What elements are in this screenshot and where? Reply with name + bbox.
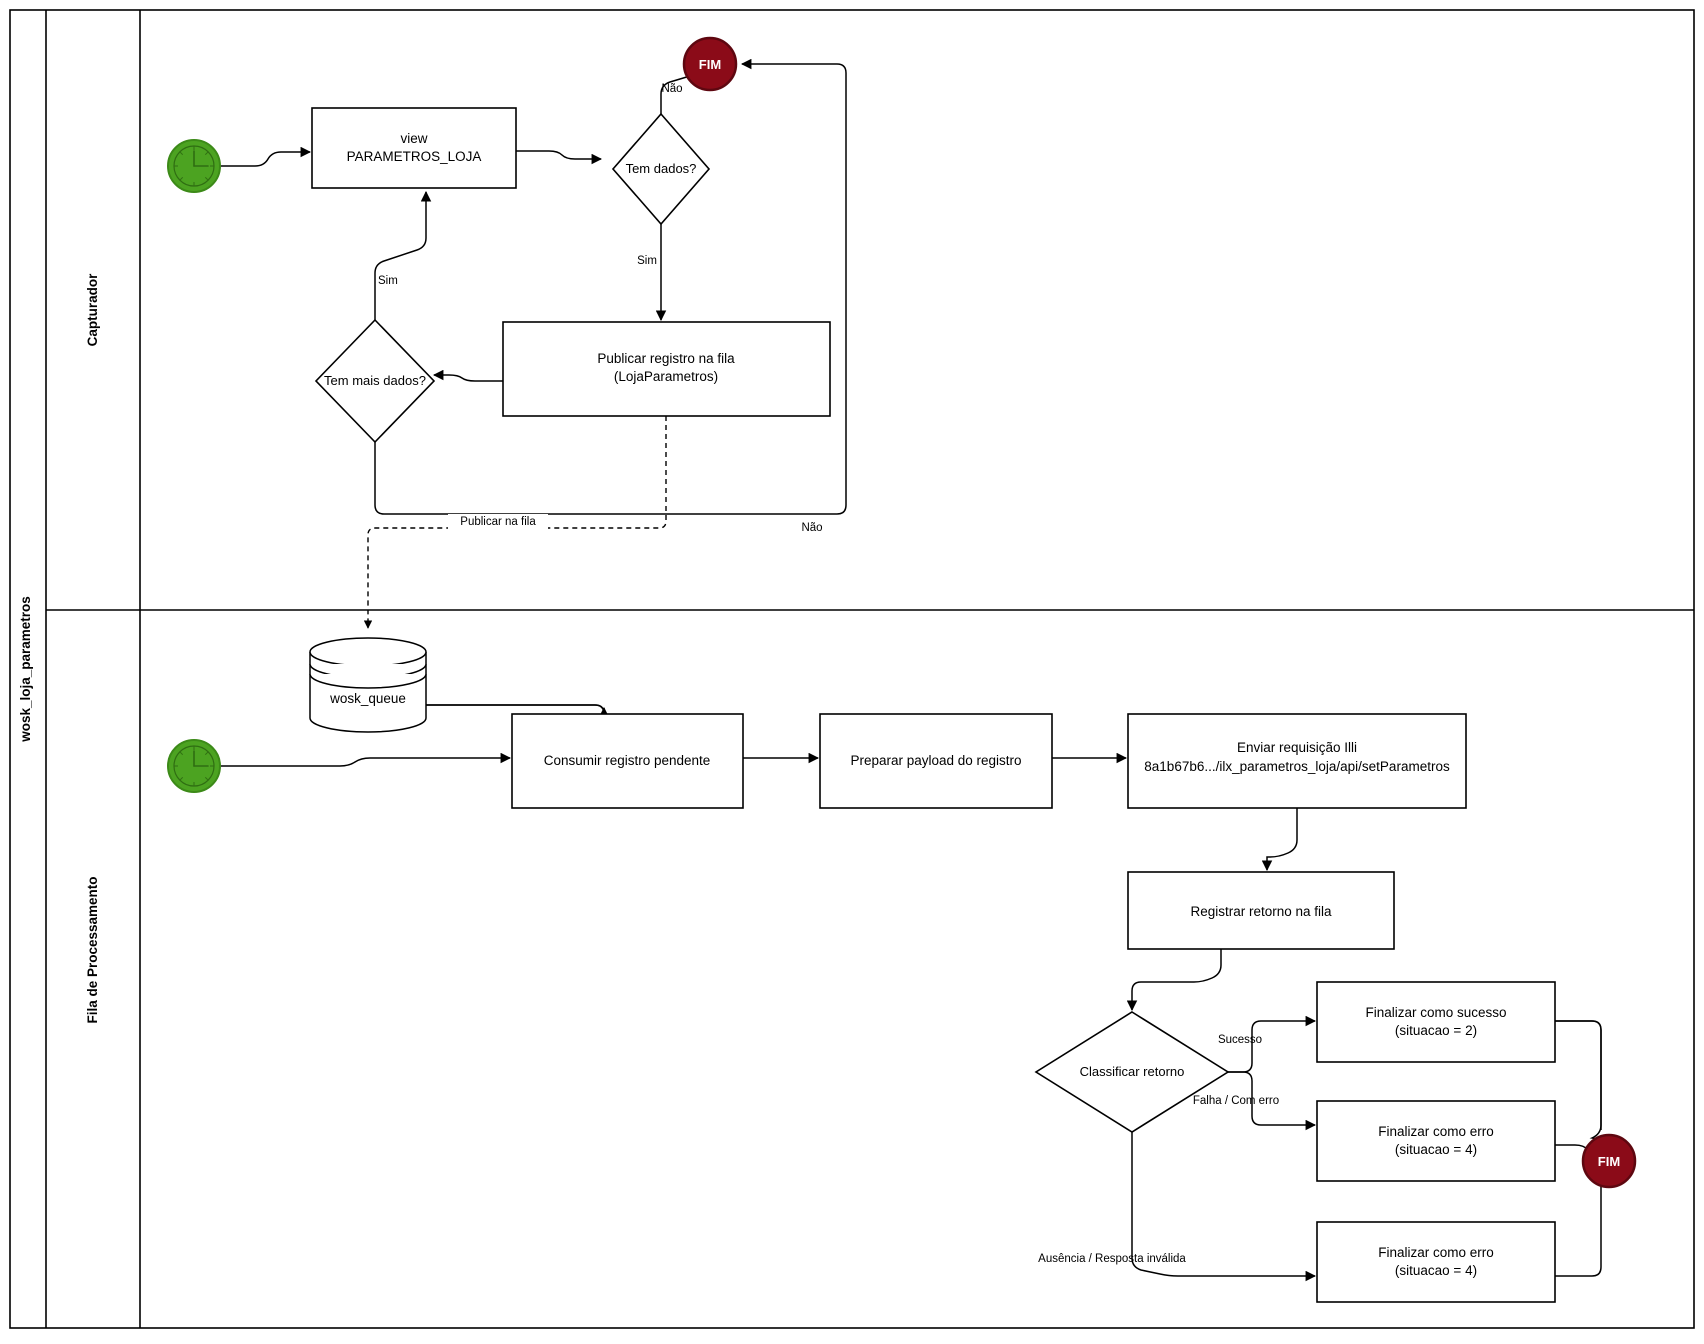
flow-tem-mais-dados-sim-to-view (374, 190, 432, 320)
task-erro1-line1: Finalizar como erro (1378, 1124, 1494, 1139)
flow-classificar-sucesso (1228, 1015, 1317, 1073)
task-consumir-label: Consumir registro pendente (544, 753, 711, 768)
edge-label-falha: Falha / Com erro (1193, 1095, 1279, 1107)
edge-label-nao-bottom: Não (801, 522, 822, 534)
task-publicar-line2: (LojaParametros) (614, 369, 718, 384)
gateway-classificar-retorno[interactable]: Classificar retorno (1034, 1011, 1230, 1133)
task-finalizar-erro-1[interactable]: Finalizar como erro (situacao = 4) (1316, 1100, 1556, 1182)
flow-sucesso-to-fim (1555, 1020, 1629, 1149)
task-view-line1: view (400, 131, 427, 146)
flow-sucesso-to-fim-b (1555, 1020, 1602, 1130)
start-event-capturador[interactable] (167, 139, 221, 193)
message-flow-label-shadow: Publicar na fila (460, 516, 536, 528)
flow-start-to-view (221, 146, 312, 167)
edge-label-ausencia: Ausência / Resposta inválida (1038, 1253, 1186, 1265)
start-event-fila[interactable] (167, 739, 221, 793)
flow-publicar-to-tem-mais-dados (432, 369, 503, 382)
edge-label-sim-down: Sim (637, 255, 657, 267)
task-registrar-label: Registrar retorno na fila (1190, 904, 1332, 919)
message-flow-publicar-na-fila (363, 416, 667, 629)
edge-label-sucesso: Sucesso (1218, 1034, 1262, 1046)
flow-view-to-tem-dados (516, 150, 603, 165)
gateway-tem-mais-dados[interactable]: Tem mais dados? (314, 318, 436, 444)
flow-enviar-to-registrar (1261, 808, 1298, 872)
end-event-fila-label: FIM (1598, 1154, 1620, 1169)
task-consumir-registro-pendente[interactable]: Consumir registro pendente (511, 713, 744, 809)
task-enviar-requisicao[interactable]: Enviar requisição Illi 8a1b67b6.../ilx_p… (1127, 713, 1467, 809)
gateway-classificar-label: Classificar retorno (1080, 1064, 1185, 1079)
datastore-wosk-queue[interactable]: wosk_queue (309, 637, 427, 733)
task-publicar-line1: Publicar registro na fila (597, 351, 735, 366)
flow-start-to-consumir (221, 752, 512, 767)
task-view-line2: PARAMETROS_LOJA (347, 149, 482, 164)
gateway-tem-dados[interactable]: Tem dados? (611, 112, 711, 226)
edge-label-sim-loop: Sim (378, 275, 398, 287)
lane-label-fila: Fila de Processamento (85, 876, 100, 1023)
end-event-capturador-label: FIM (699, 57, 721, 72)
pool-wosk-loja-parametros (9, 9, 1695, 1329)
task-erro2-line2: (situacao = 4) (1395, 1263, 1477, 1278)
task-registrar-retorno[interactable]: Registrar retorno na fila (1127, 871, 1395, 950)
lane-label-capturador: Capturador (85, 273, 100, 347)
task-enviar-line2: 8a1b67b6.../ilx_parametros_loja/api/setP… (1144, 759, 1450, 774)
flow-erro2-to-fim (1555, 1182, 1602, 1277)
flow-queue-to-consumir-head (426, 704, 610, 718)
flow-classificar-ausencia (1131, 1132, 1317, 1282)
flow-tem-mais-dados-nao-to-fim (374, 58, 847, 515)
end-event-capturador[interactable]: FIM (682, 36, 738, 92)
task-sucesso-line2: (situacao = 2) (1395, 1023, 1477, 1038)
task-sucesso-line1: Finalizar como sucesso (1365, 1005, 1506, 1020)
task-preparar-payload[interactable]: Preparar payload do registro (819, 713, 1053, 809)
task-enviar-line1: Enviar requisição Illi (1237, 740, 1357, 755)
flow-queue-to-consumir (426, 704, 610, 722)
datastore-label: wosk_queue (329, 691, 406, 706)
task-erro2-line1: Finalizar como erro (1378, 1245, 1494, 1260)
gateway-tem-mais-dados-label: Tem mais dados? (324, 373, 426, 388)
task-preparar-label: Preparar payload do registro (850, 753, 1021, 768)
pool-label: wosk_loja_parametros (18, 596, 33, 743)
task-finalizar-erro-2[interactable]: Finalizar como erro (situacao = 4) (1316, 1221, 1556, 1303)
end-event-fila[interactable]: FIM (1581, 1133, 1637, 1189)
task-erro1-line2: (situacao = 4) (1395, 1142, 1477, 1157)
flow-registrar-to-classificar (1126, 949, 1222, 1012)
flow-classificar-falha (1228, 1071, 1317, 1131)
task-view-parametros-loja[interactable]: view PARAMETROS_LOJA (311, 107, 517, 189)
task-finalizar-sucesso[interactable]: Finalizar como sucesso (situacao = 2) (1316, 981, 1556, 1063)
flow-tem-dados-nao-to-fim (660, 70, 702, 114)
gateway-tem-dados-label: Tem dados? (626, 161, 697, 176)
task-publicar-registro-na-fila[interactable]: Publicar registro na fila (LojaParametro… (502, 321, 831, 417)
edge-label-nao-top: Não (661, 83, 682, 95)
